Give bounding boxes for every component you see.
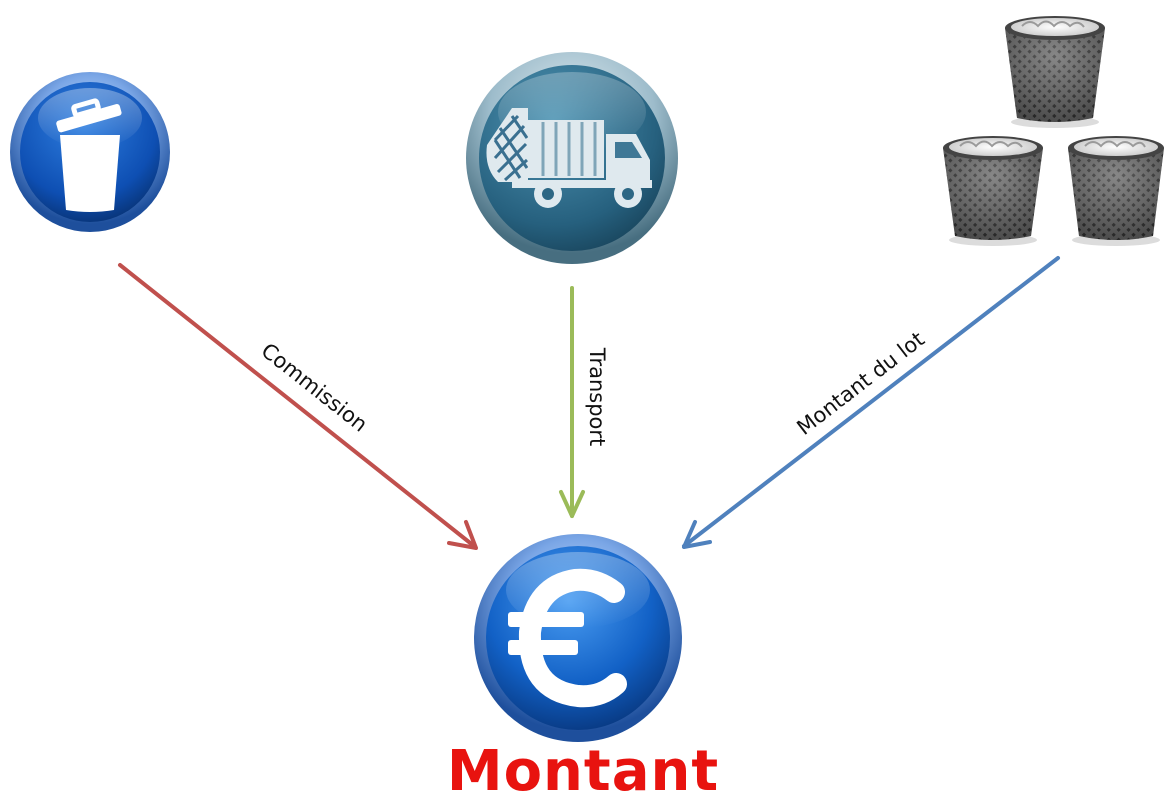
euro-icon [474,534,682,742]
result-label: Montant [446,739,720,804]
edge-montant-du-lot-arrowhead [682,520,712,549]
edge-transport-arrowhead [559,490,585,518]
edge-montant-du-lot: Montant du lot [682,256,1060,549]
trash-can-icon [10,72,170,232]
edge-montant-du-lot-label: Montant du lot [792,327,929,440]
edge-commission-line [118,263,476,548]
edge-commission: Commission [118,263,478,550]
garbage-truck-icon [466,52,678,264]
edge-transport-label: Transport [585,347,609,447]
wastebaskets-icon [943,16,1164,246]
edge-commission-arrowhead [447,520,478,550]
edge-transport: Transport [559,286,609,518]
edge-montant-du-lot-line [682,256,1060,548]
